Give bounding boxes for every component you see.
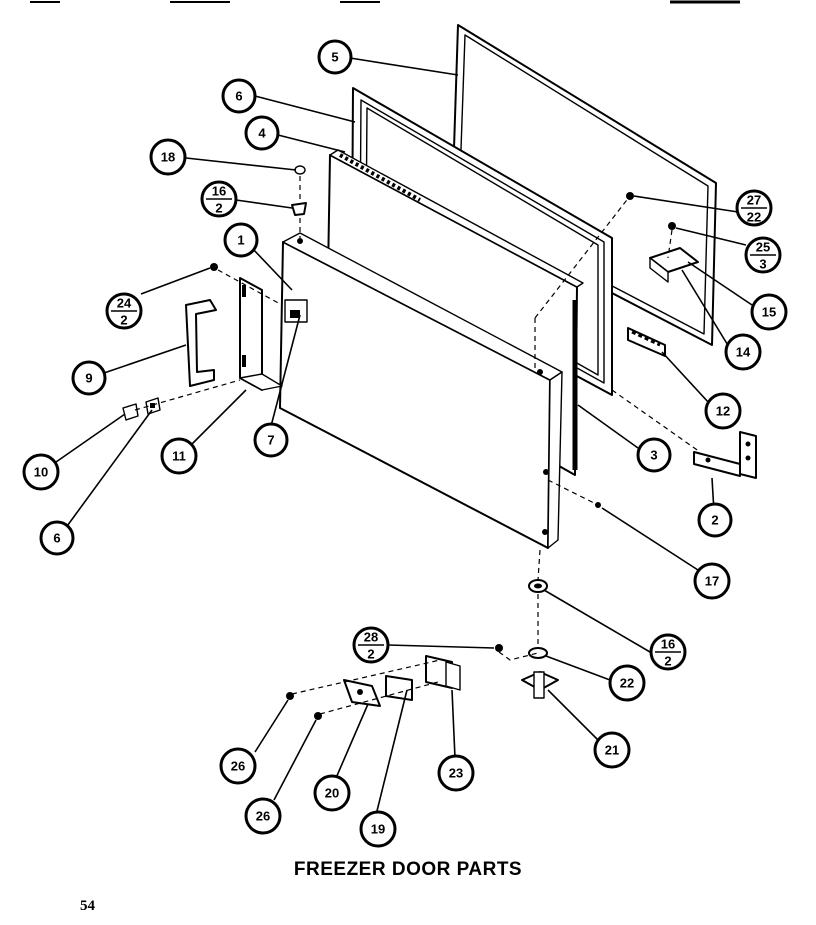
hinge-hardware-right bbox=[626, 192, 699, 357]
svg-text:2: 2 bbox=[367, 647, 374, 662]
handle-trim bbox=[239, 277, 283, 391]
svg-text:3: 3 bbox=[650, 448, 657, 463]
svg-text:26: 26 bbox=[256, 809, 270, 824]
callout-18: 18 bbox=[149, 138, 187, 176]
callout-2: 2 bbox=[697, 502, 733, 538]
callout-28-2: 28 2 bbox=[352, 626, 390, 664]
callout-24-2: 24 2 bbox=[105, 292, 143, 330]
svg-text:16: 16 bbox=[661, 637, 675, 652]
callout-14: 14 bbox=[724, 333, 762, 371]
callout-6-gasket: 6 bbox=[221, 78, 257, 114]
callout-23: 23 bbox=[437, 754, 475, 792]
svg-text:28: 28 bbox=[364, 630, 378, 645]
page-number: 54 bbox=[80, 898, 95, 914]
svg-text:25: 25 bbox=[756, 240, 770, 255]
svg-text:2: 2 bbox=[120, 313, 127, 328]
door-handle bbox=[185, 299, 217, 387]
callout-22: 22 bbox=[608, 664, 646, 702]
callout-26-lower: 26 bbox=[244, 797, 282, 835]
svg-text:12: 12 bbox=[716, 404, 730, 419]
callout-15: 15 bbox=[750, 293, 788, 331]
svg-text:11: 11 bbox=[172, 449, 186, 464]
svg-text:5: 5 bbox=[331, 50, 338, 65]
svg-text:22: 22 bbox=[747, 210, 761, 225]
callout-3: 3 bbox=[636, 437, 672, 473]
svg-text:1: 1 bbox=[237, 233, 244, 248]
callout-6-cap: 6 bbox=[39, 520, 75, 556]
svg-text:4: 4 bbox=[258, 126, 266, 141]
svg-text:2: 2 bbox=[215, 201, 222, 216]
callout-1: 1 bbox=[223, 222, 259, 258]
door-front-panel bbox=[279, 232, 563, 549]
svg-text:27: 27 bbox=[747, 193, 761, 208]
top-hinge bbox=[693, 431, 757, 479]
callout-21: 21 bbox=[593, 731, 631, 769]
callout-16-2-top: 16 2 bbox=[200, 180, 238, 218]
callout-27-22: 27 22 bbox=[735, 189, 773, 227]
callout-12: 12 bbox=[704, 392, 742, 430]
svg-text:7: 7 bbox=[267, 433, 274, 448]
alignment-lines bbox=[134, 176, 701, 715]
svg-text:19: 19 bbox=[371, 822, 385, 837]
screws-top bbox=[210, 165, 307, 271]
callout-10: 10 bbox=[22, 453, 60, 491]
callout-19: 19 bbox=[359, 810, 397, 848]
svg-text:2: 2 bbox=[711, 513, 718, 528]
svg-text:22: 22 bbox=[620, 676, 634, 691]
bottom-hinge-assembly bbox=[286, 579, 559, 720]
leader-lines bbox=[55, 57, 756, 816]
small-caps bbox=[122, 397, 161, 421]
callout-20: 20 bbox=[313, 774, 351, 812]
svg-text:26: 26 bbox=[231, 759, 245, 774]
callout-9: 9 bbox=[71, 360, 107, 396]
callout-16-2-bottom: 16 2 bbox=[649, 633, 687, 671]
svg-text:17: 17 bbox=[705, 574, 719, 589]
callout-4: 4 bbox=[244, 115, 280, 151]
svg-text:21: 21 bbox=[605, 743, 619, 758]
diagram-caption: FREEZER DOOR PARTS bbox=[293, 859, 523, 880]
callout-5: 5 bbox=[317, 39, 353, 75]
callout-25-3: 25 3 bbox=[744, 236, 782, 274]
callout-11: 11 bbox=[160, 437, 198, 475]
svg-text:9: 9 bbox=[85, 371, 92, 386]
svg-text:6: 6 bbox=[53, 531, 60, 546]
svg-text:10: 10 bbox=[34, 465, 48, 480]
door-clip bbox=[284, 299, 308, 323]
callout-7: 7 bbox=[253, 422, 289, 458]
callout-26-upper: 26 bbox=[219, 747, 257, 785]
svg-text:23: 23 bbox=[449, 766, 463, 781]
svg-text:15: 15 bbox=[762, 305, 776, 320]
svg-text:20: 20 bbox=[325, 786, 339, 801]
svg-text:6: 6 bbox=[235, 89, 242, 104]
svg-text:24: 24 bbox=[117, 296, 132, 311]
svg-text:2: 2 bbox=[664, 654, 671, 669]
svg-text:16: 16 bbox=[212, 184, 226, 199]
svg-text:14: 14 bbox=[736, 345, 751, 360]
callout-17: 17 bbox=[693, 562, 731, 600]
svg-text:3: 3 bbox=[759, 257, 766, 272]
svg-text:18: 18 bbox=[161, 150, 175, 165]
